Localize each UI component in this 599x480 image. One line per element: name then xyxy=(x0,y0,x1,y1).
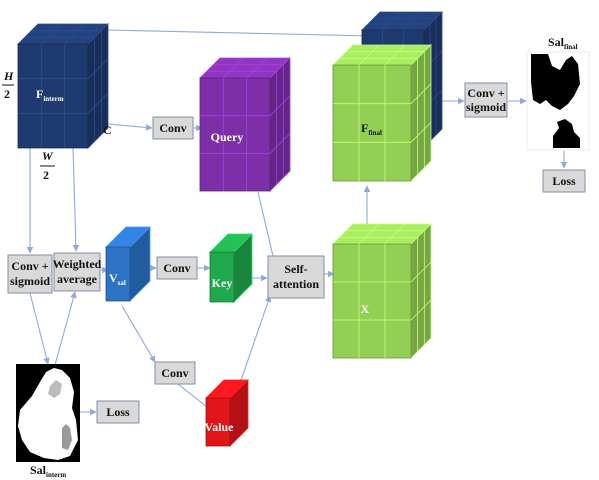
conv-box-key-label: Conv xyxy=(163,261,190,275)
cube-grid-line xyxy=(64,23,85,45)
cube-grid-line xyxy=(87,58,109,79)
cube-grid-line xyxy=(384,44,406,66)
dim-height-den: 2 xyxy=(4,87,10,101)
weighted-average-box-line2: average xyxy=(57,272,98,286)
cube-grid-line xyxy=(269,95,291,116)
cube-grid-line xyxy=(41,23,62,45)
sal-interm-hand xyxy=(62,424,72,450)
conv-sigmoid-box-left-line1: Conv + xyxy=(11,259,48,273)
cube-key xyxy=(209,233,253,303)
cube-grid-line xyxy=(87,93,109,114)
conv-sigmoid-box-top-line2: sigmoid xyxy=(466,100,506,114)
conv-box-top: Conv xyxy=(152,116,194,140)
sal-final-label: Salfinal xyxy=(548,35,578,51)
dim-width-num: W xyxy=(42,149,54,163)
cube-side-face xyxy=(410,44,432,182)
weighted-average-box-line1: Weighted xyxy=(53,257,102,271)
cube-grid-line xyxy=(223,57,244,79)
cube-value xyxy=(205,379,249,447)
dim-height-num: H xyxy=(3,69,14,83)
cube-front-face xyxy=(332,243,412,359)
cube-grid-line xyxy=(403,11,422,31)
dim-width-den: 2 xyxy=(43,168,49,182)
loss-box-top: Loss xyxy=(542,169,586,193)
cube-grid-line xyxy=(384,223,406,245)
cube-grid-line xyxy=(382,11,401,31)
conv-box-value-label: Conv xyxy=(161,366,188,380)
arrow-convsig-to-salinterm xyxy=(29,292,50,365)
cube-grid-line xyxy=(358,223,380,245)
f-final-label: Ffinal xyxy=(361,121,382,137)
arrow-value-to-selfatt xyxy=(236,295,272,393)
cube-grid-line xyxy=(410,83,432,104)
query-label: Query xyxy=(211,130,244,144)
cube-query xyxy=(199,57,291,192)
cube-grid-line xyxy=(410,122,432,143)
cube-grid-line xyxy=(269,133,291,154)
cube-side-face xyxy=(410,223,432,359)
key-label: Key xyxy=(212,276,233,290)
self-attention-box: Self- attention xyxy=(267,255,325,299)
cube-grid-line xyxy=(410,261,432,283)
loss-box-top-label: Loss xyxy=(552,174,576,188)
cube-grid-line xyxy=(410,299,432,321)
loss-box-bottom-label: Loss xyxy=(106,405,130,419)
sal-interm-detail xyxy=(48,380,62,398)
conv-sigmoid-box-top-line1: Conv + xyxy=(467,86,504,100)
arrow-vsal-to-lowerconv xyxy=(121,305,156,363)
arrow-finterm-to-weighted xyxy=(72,146,80,252)
cube-front-face xyxy=(205,397,231,447)
arrow-finterm-to-conv xyxy=(107,123,153,131)
cube-front-face xyxy=(105,246,131,302)
loss-box-bottom: Loss xyxy=(96,400,140,424)
sal-final-shape-bottom xyxy=(553,119,580,148)
conv-box-top-label: Conv xyxy=(159,121,186,135)
conv-sigmoid-box-top: Conv + sigmoid xyxy=(464,82,508,118)
weighted-average-box: Weighted average xyxy=(53,252,102,292)
cube-side-face xyxy=(269,57,291,192)
dim-height: H 2 xyxy=(2,69,14,101)
cube-front-face xyxy=(332,64,412,182)
self-attention-box-line2: attention xyxy=(273,277,319,291)
dim-channels: C xyxy=(103,123,112,137)
sal-final-map: Salfinal xyxy=(526,35,590,151)
cube-f-final xyxy=(332,44,432,182)
arrow-salinterm-to-weighted xyxy=(54,291,77,366)
cube-front-face xyxy=(209,251,235,303)
x-label: X xyxy=(361,302,370,316)
conv-box-key: Conv xyxy=(156,256,198,280)
conv-sigmoid-box-left-line2: sigmoid xyxy=(10,274,50,288)
conv-box-value: Conv xyxy=(154,361,196,385)
cube-x xyxy=(332,223,432,359)
self-attention-box-line1: Self- xyxy=(284,262,307,276)
cube-v-sal xyxy=(105,226,151,302)
value-label: Value xyxy=(205,420,235,434)
arrow-finterm-to-ffinal xyxy=(105,29,373,40)
dim-width: W 2 xyxy=(40,149,55,182)
sal-interm-map: Salinterm xyxy=(16,364,80,479)
conv-sigmoid-box-left: Conv + sigmoid xyxy=(7,254,53,294)
cube-grid-line xyxy=(358,44,380,66)
cube-grid-line xyxy=(246,57,267,79)
cube-f-interm xyxy=(17,23,109,149)
sal-final-shape-top xyxy=(531,54,580,110)
v-sal-label: Vsal xyxy=(109,271,126,287)
f-interm-label: Finterm xyxy=(36,87,64,103)
sal-interm-label: Salinterm xyxy=(30,463,66,479)
